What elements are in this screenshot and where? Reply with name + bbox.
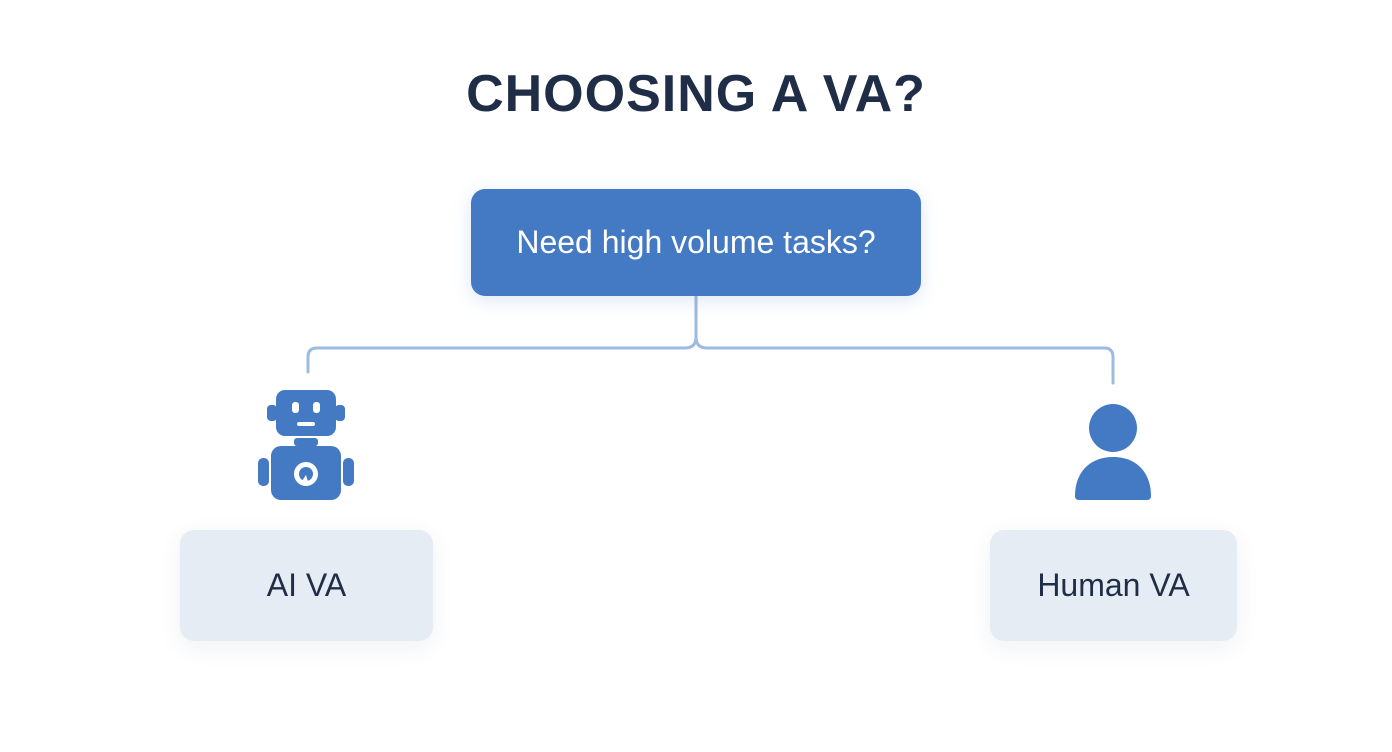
option-ai-va-label: AI VA — [266, 567, 347, 603]
option-human-va-label: Human VA — [1037, 567, 1190, 603]
question-node: Need high volume tasks? — [471, 189, 921, 296]
connector-right-branch — [694, 335, 1115, 385]
option-human-va: Human VA — [990, 530, 1237, 641]
question-label: Need high volume tasks? — [516, 224, 876, 260]
connector-left-branch — [306, 295, 698, 374]
diagram-title: CHOOSING A VA? — [466, 65, 926, 123]
person-icon — [1070, 400, 1156, 502]
robot-icon — [256, 388, 356, 502]
option-ai-va: AI VA — [180, 530, 433, 641]
